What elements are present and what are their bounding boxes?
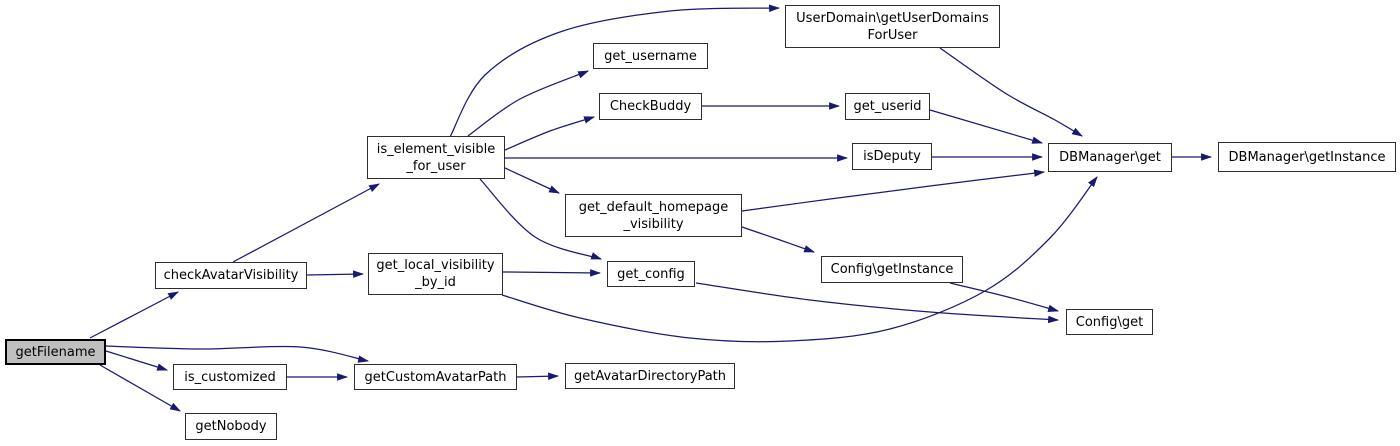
node-getavatardirectorypath[interactable]: getAvatarDirectoryPath (565, 363, 735, 389)
edge-getfilename-to-is-customized (105, 350, 169, 371)
edge-is-element-visible-for-user-to-get-config (479, 178, 603, 260)
edges-group (89, 4, 1213, 412)
node-label: _visibility (623, 216, 684, 232)
node-is-element-visible-for-user[interactable]: is_element_visible_for_user (367, 136, 505, 179)
node-label: _by_id (415, 275, 456, 290)
edge-get-local-visibility-by-id-to-get-config (502, 269, 602, 277)
edge-checkavatarvisibility-to-get-local-visibility-by-id (306, 270, 365, 278)
node-label: CheckBuddy (609, 99, 692, 114)
node-label: _for_user (406, 158, 466, 174)
edge-userdomain-getuserdomainsforuser-to-dbmanager-get (939, 47, 1083, 137)
node-get-default-homepage-visibility[interactable]: get_default_homepage_visibility (565, 194, 742, 237)
node-label: checkAvatarVisibility (163, 268, 299, 283)
node-label: Config\get (1075, 314, 1144, 330)
node-label: is_element_visible (376, 141, 496, 157)
node-label: UserDomain\getUserDomains (796, 10, 989, 26)
edge-get-default-homepage-visibility-to-dbmanager-get (741, 169, 1046, 212)
node-getfilename[interactable]: getFilename (5, 339, 106, 365)
node-label: get_config (617, 266, 685, 282)
node-label: get_username (604, 48, 697, 64)
node-get-config[interactable]: get_config (607, 261, 695, 287)
node-label: ForUser (867, 27, 918, 43)
node-label: getFilename (15, 344, 96, 360)
node-checkbuddy[interactable]: CheckBuddy (599, 93, 702, 120)
node-label: is_customized (184, 369, 276, 385)
edge-get-userid-to-dbmanager-get (929, 109, 1044, 144)
node-config-get[interactable]: Config\get (1066, 309, 1153, 335)
node-label: getNobody (195, 419, 267, 434)
edge-is-element-visible-for-user-to-get-username (467, 70, 590, 137)
node-dbmanager-get[interactable]: DBManager\get (1048, 143, 1172, 172)
node-is-customized[interactable]: is_customized (173, 364, 287, 390)
node-label: getAvatarDirectoryPath (573, 368, 727, 384)
node-label: DBManager\get (1059, 150, 1161, 165)
node-label: get_local_visibility (376, 258, 495, 273)
node-label: isDeputy (863, 149, 921, 164)
edge-getfilename-to-getcustomavatarpath (105, 345, 370, 363)
node-getnobody[interactable]: getNobody (185, 413, 277, 440)
node-label: getCustomAvatarPath (364, 369, 507, 385)
node-get-username[interactable]: get_username (593, 43, 708, 69)
edge-is-element-visible-for-user-to-userdomain-getuserdomainsforuser (449, 4, 781, 138)
node-dbmanager-getinstance[interactable]: DBManager\getInstance (1218, 142, 1396, 172)
node-isdeputy[interactable]: isDeputy (852, 143, 932, 170)
edge-getcustomavatarpath-to-getavatardirectorypath (516, 372, 560, 380)
node-config-getinstance[interactable]: Config\getInstance (821, 256, 963, 283)
node-get-local-visibility-by-id[interactable]: get_local_visibility _by_id (368, 253, 503, 295)
edge-getfilename-to-getnobody (99, 364, 181, 412)
edge-get-local-visibility-by-id-to-dbmanager-get (501, 176, 1098, 343)
node-label: get_userid (853, 99, 922, 114)
edge-is-element-visible-for-user-to-get-default-homepage-visibility (504, 167, 560, 194)
node-getcustomavatarpath[interactable]: getCustomAvatarPath (354, 364, 517, 390)
node-label: Config\getInstance (830, 262, 954, 277)
edge-getfilename-to-checkavatarvisibility (89, 291, 179, 339)
edge-checkavatarvisibility-to-is-element-visible-for-user (232, 183, 380, 263)
edge-get-config-to-config-get (695, 282, 1060, 324)
node-label: get_default_homepage (578, 199, 729, 215)
edge-get-default-homepage-visibility-to-config-getinstance (741, 226, 816, 253)
node-label: DBManager\getInstance (1228, 149, 1386, 165)
node-checkavatarvisibility[interactable]: checkAvatarVisibility (155, 262, 307, 289)
edge-config-getinstance-to-config-get (949, 282, 1060, 312)
edge-is-element-visible-for-user-to-checkbuddy (504, 116, 596, 151)
node-get-userid[interactable]: get_userid (845, 93, 930, 120)
